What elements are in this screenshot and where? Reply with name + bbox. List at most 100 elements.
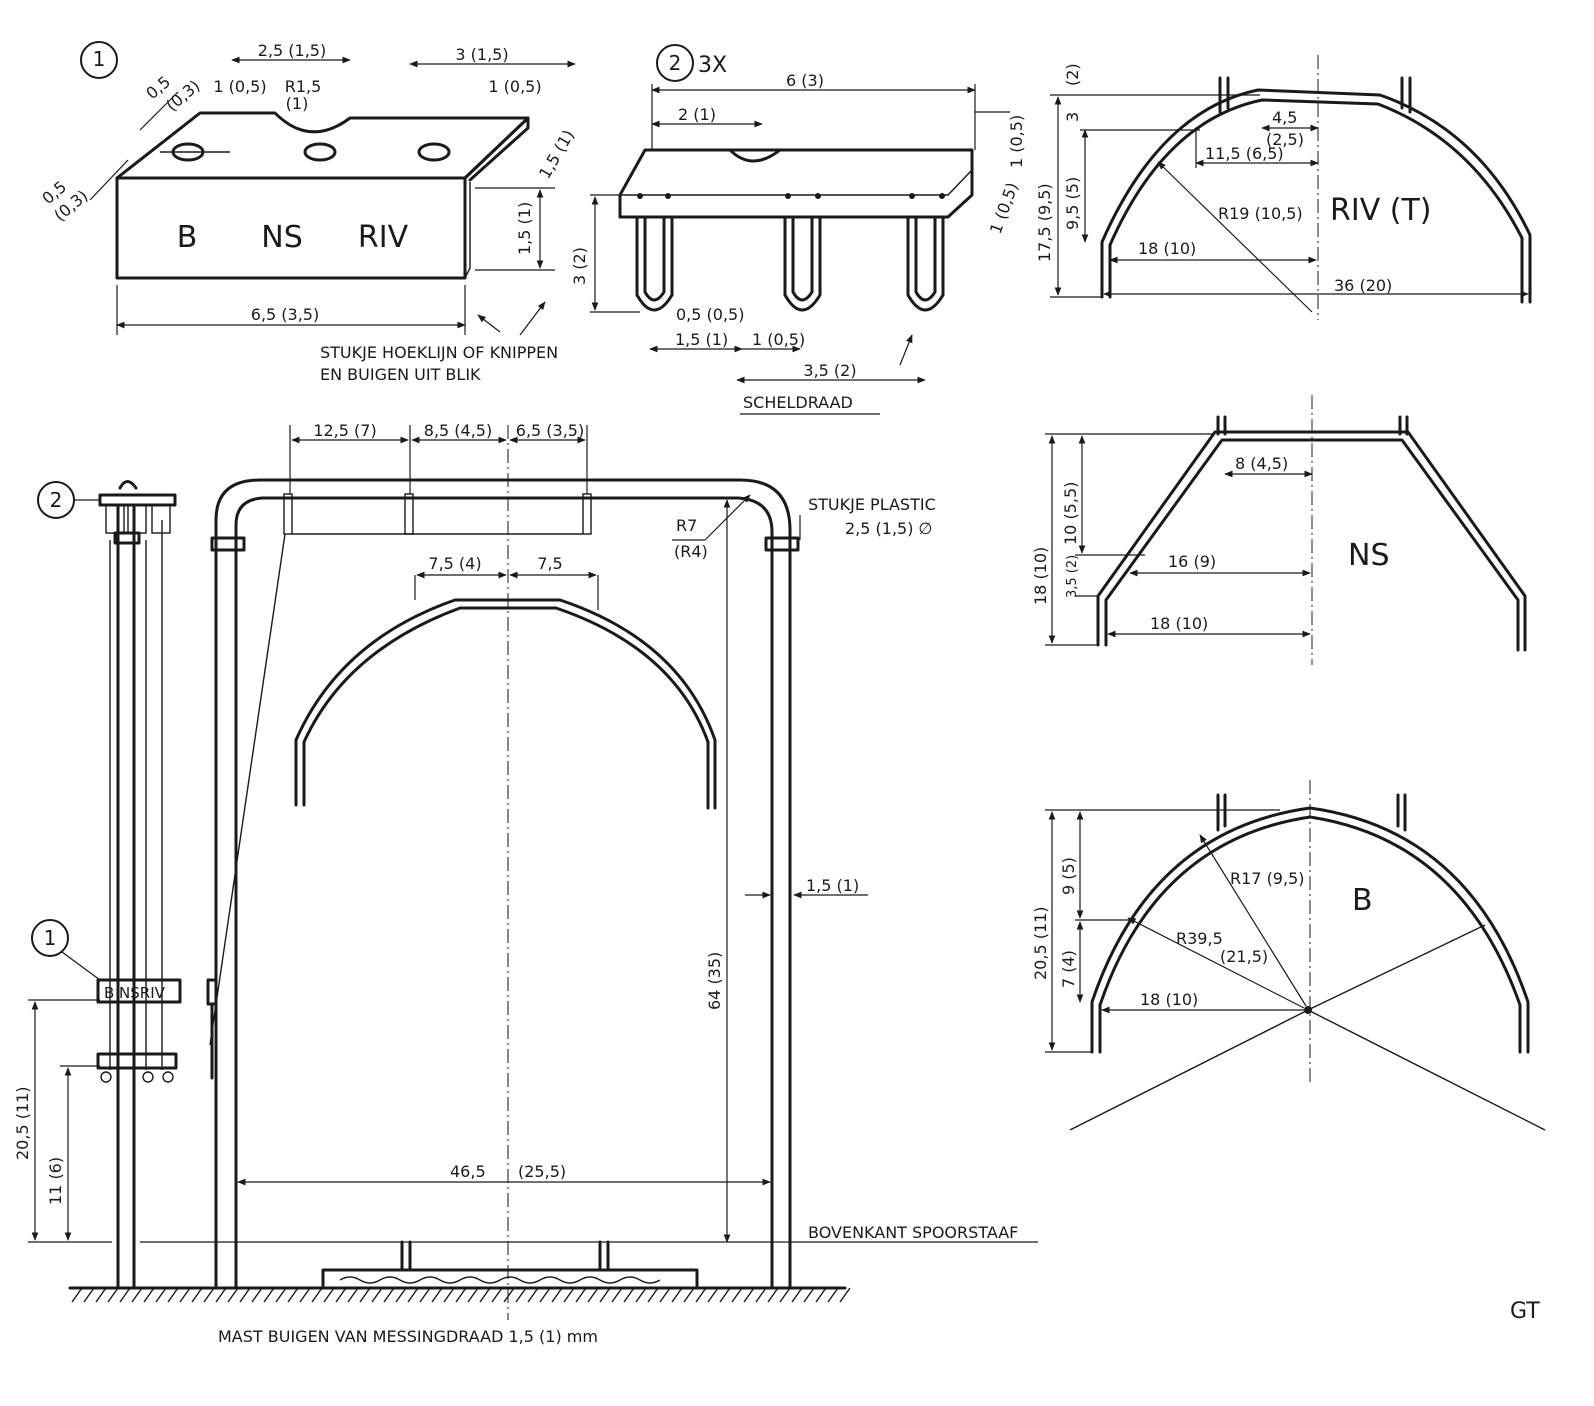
mast-diagonal-stay — [209, 533, 286, 1046]
part2-holes — [637, 193, 945, 199]
ground-hatch-stroke — [323, 1287, 335, 1303]
ground-hatch-stroke — [755, 1287, 767, 1303]
part2-dim-length: 6 (3) — [786, 71, 824, 90]
ground-hatch-stroke — [395, 1287, 407, 1303]
ground-hatch-stroke — [167, 1287, 179, 1303]
mast-dim-width-b: (25,5) — [518, 1162, 566, 1181]
part2-hole — [637, 193, 643, 199]
riv-profile: 17,5 (9,5) 9,5 (5) 3 (2) 4,5 (2,5) 11,5 … — [1035, 55, 1532, 320]
ground-hatch-stroke — [419, 1287, 431, 1303]
signature: GT — [1510, 1299, 1540, 1324]
mast-side-bottom-bar — [96, 1052, 178, 1070]
part1-dim-top-width: 2,5 (1,5) — [258, 41, 326, 60]
mast-side-top-block-2 — [127, 504, 147, 534]
ground-hatch-stroke — [263, 1287, 275, 1303]
part2-dim-height: 3 (2) — [570, 247, 589, 285]
mast-front-view: 12,5 (7) 8,5 (4,5) 6,5 (3,5) 7,5 (4) 7,5… — [68, 421, 1038, 1346]
riv-outer-arc — [1100, 88, 1532, 304]
part1-marker: 1 — [93, 47, 106, 71]
ground-hatch-stroke — [683, 1287, 695, 1303]
ground-hatch-stroke — [203, 1287, 215, 1303]
ground-hatch-stroke — [707, 1287, 719, 1303]
b-profile: 20,5 (11) 9 (5) 7 (4) R17 (9,5) R39,5 (2… — [1031, 780, 1546, 1131]
part1-letter-riv: RIV — [358, 220, 409, 255]
ground-hatch-stroke — [671, 1287, 683, 1303]
part2-dim-spacing-c: 3,5 (2) — [803, 361, 856, 380]
part2-hole — [909, 193, 915, 199]
part2-hole — [815, 193, 821, 199]
mast-profile-inner — [302, 606, 710, 810]
part1-dim-depth: 1,5 (1) — [535, 126, 578, 182]
part2-dim-right-thick2: 1 (0,5) — [986, 180, 1022, 236]
mast-marker-top: 2 — [50, 488, 63, 512]
riv-dim-shoulder: 11,5 (6,5) — [1205, 144, 1284, 163]
b-construction-line-ur — [1307, 924, 1486, 1011]
ground-hatch-stroke — [275, 1287, 287, 1303]
mast-dim-width-a: 46,5 — [450, 1162, 486, 1181]
part2-dim-right-thick: 1 (0,5) — [1007, 115, 1026, 168]
mast-profile-outer — [294, 598, 717, 810]
ground-hatch-stroke — [491, 1287, 503, 1303]
b-dim-radius-large-alt: (21,5) — [1220, 947, 1268, 966]
part2-count: 3X — [698, 53, 727, 78]
b-dim-upper-height: 9 (5) — [1059, 857, 1078, 895]
ground-hatch-stroke — [455, 1287, 467, 1303]
mast-rail-label: BOVENKANT SPOORSTAAF — [808, 1223, 1018, 1242]
mast-side-sign-text: B NSRIV — [104, 984, 166, 1002]
ground-hatching — [71, 1287, 851, 1303]
ground-hatch-stroke — [155, 1287, 167, 1303]
part1-note-line1: STUKJE HOEKLIJN OF KNIPPEN — [320, 343, 558, 362]
ground-hatch-stroke — [779, 1287, 791, 1303]
mast-side-foot-2 — [142, 1071, 154, 1083]
part1-letter-ns: NS — [261, 220, 302, 255]
part1-dim-left-line-2 — [139, 91, 179, 131]
ns-inner-line — [1104, 438, 1520, 652]
b-dim-lower-height: 7 (4) — [1059, 950, 1078, 988]
mast-dim-wire: 1,5 (1) — [806, 876, 859, 895]
mast-caption: MAST BUIGEN VAN MESSINGDRAAD 1,5 (1) mm — [218, 1327, 598, 1346]
ns-dim-low-height: 3,5 (2) — [1065, 555, 1080, 598]
ground-hatch-stroke — [551, 1287, 563, 1303]
b-construction-line-r — [1307, 1009, 1546, 1131]
mast-dim-seg-a: 12,5 (7) — [313, 421, 376, 440]
mast-hanger-1 — [283, 493, 293, 535]
ground-hatch-stroke — [119, 1287, 131, 1303]
b-dim-radius-small: R17 (9,5) — [1230, 869, 1305, 888]
mast-side-top-bar — [98, 493, 177, 507]
mast-dim-hang-a: 7,5 (4) — [428, 554, 481, 573]
mast-marker-mid-leader — [61, 951, 101, 981]
part2-bar-outline — [618, 148, 974, 219]
ns-label: NS — [1348, 538, 1389, 573]
part1-dim-notch-right: 1 (0,5) — [488, 77, 541, 96]
ground-hatch-stroke — [791, 1287, 803, 1303]
ground-hatch-stroke — [71, 1287, 83, 1303]
part2-wire-loop-2 — [783, 215, 822, 312]
part1-right-face — [464, 182, 471, 279]
part1-dim-top-right: 3 (1,5) — [455, 45, 508, 64]
mast-front-sign — [206, 978, 218, 1006]
part2-hanger-bar: 2 3X 6 (3) 2 (1) 1 (0,5) 1 (0,5) 3 (2) 0… — [570, 44, 1026, 415]
b-inner-arc — [1098, 815, 1522, 1054]
mast-plastic-dim: 2,5 (1,5) ∅ — [845, 519, 932, 538]
ground-hatch-stroke — [239, 1287, 251, 1303]
ground-hatch-stroke — [827, 1287, 839, 1303]
ground-hatch-stroke — [635, 1287, 647, 1303]
mast-hanger-3 — [582, 493, 592, 535]
part1-top-face — [115, 111, 530, 180]
ground-hatch-stroke — [311, 1287, 323, 1303]
part2-marker-circle — [656, 44, 694, 82]
riv-dim-half-width: 18 (10) — [1138, 239, 1196, 258]
mast-dim-seg-b: 8,5 (4,5) — [424, 421, 492, 440]
mast-sleeper — [321, 1268, 699, 1290]
ground-hatch-stroke — [515, 1287, 527, 1303]
mast-plastic-left — [210, 536, 246, 552]
ground-hatch-stroke — [695, 1287, 707, 1303]
part1-note-arrow-1 — [477, 314, 501, 333]
part2-note: SCHELDRAAD — [743, 393, 853, 412]
ground-hatch-stroke — [815, 1287, 827, 1303]
ns-dim-total-height: 18 (10) — [1031, 547, 1050, 605]
ns-dim-half-width: 18 (10) — [1150, 614, 1208, 633]
ground-hatch-stroke — [335, 1287, 347, 1303]
mast-side-dim-total: 20,5 (11) — [13, 1086, 32, 1160]
ns-dim-mid-height: 10 (5,5) — [1061, 482, 1080, 545]
